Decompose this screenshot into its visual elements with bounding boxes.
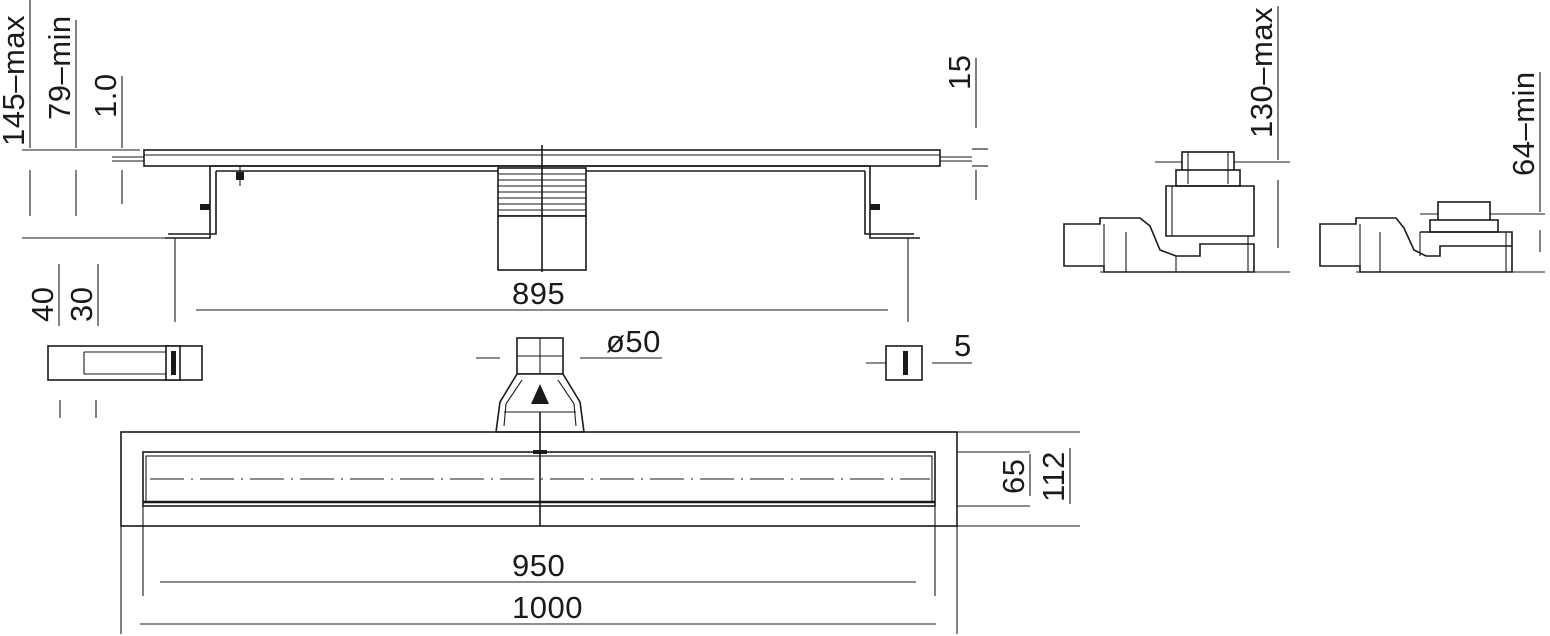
dim-895: 895: [512, 276, 565, 311]
svg-text:64–min: 64–min: [1506, 71, 1541, 176]
side-section-max: [1063, 151, 1290, 273]
front-outlet: [497, 145, 587, 272]
left-support-foot: [165, 166, 217, 239]
svg-text:1.0: 1.0: [88, 73, 123, 118]
svg-text:65: 65: [996, 459, 1031, 494]
svg-text:79–min: 79–min: [42, 15, 77, 120]
front-elevation-view: [22, 145, 988, 322]
dim-65: 65: [996, 454, 1031, 496]
dim-1000: 1000: [512, 590, 583, 625]
outlet-top-view: [476, 337, 662, 433]
dim-diameter-50: ø50: [606, 324, 661, 359]
dim-145-max: 145–max: [0, 0, 31, 148]
svg-text:145–max: 145–max: [0, 15, 31, 146]
left-end-view: [47, 345, 203, 381]
plan-frame: [120, 431, 958, 527]
svg-text:30: 30: [64, 287, 99, 322]
dim-15: 15: [942, 55, 977, 128]
dim-5: 5: [954, 328, 972, 363]
side-section-min: [1319, 201, 1545, 273]
dim-40: 40: [25, 264, 60, 326]
dim-112: 112: [1036, 448, 1071, 504]
svg-text:112: 112: [1036, 451, 1071, 502]
dim-64-min: 64–min: [1506, 71, 1541, 212]
dim-1-0: 1.0: [88, 73, 123, 148]
dim-950: 950: [512, 548, 565, 583]
right-support-foot: [864, 166, 920, 239]
right-end-view: [866, 345, 972, 381]
dim-30: 30: [64, 264, 99, 326]
svg-text:15: 15: [942, 55, 977, 90]
plan-view: [120, 412, 1080, 634]
dim-130-max: 130–max: [1244, 6, 1279, 160]
svg-text:130–max: 130–max: [1244, 7, 1279, 138]
svg-text:40: 40: [25, 287, 60, 322]
dim-79-min: 79–min: [42, 15, 77, 148]
